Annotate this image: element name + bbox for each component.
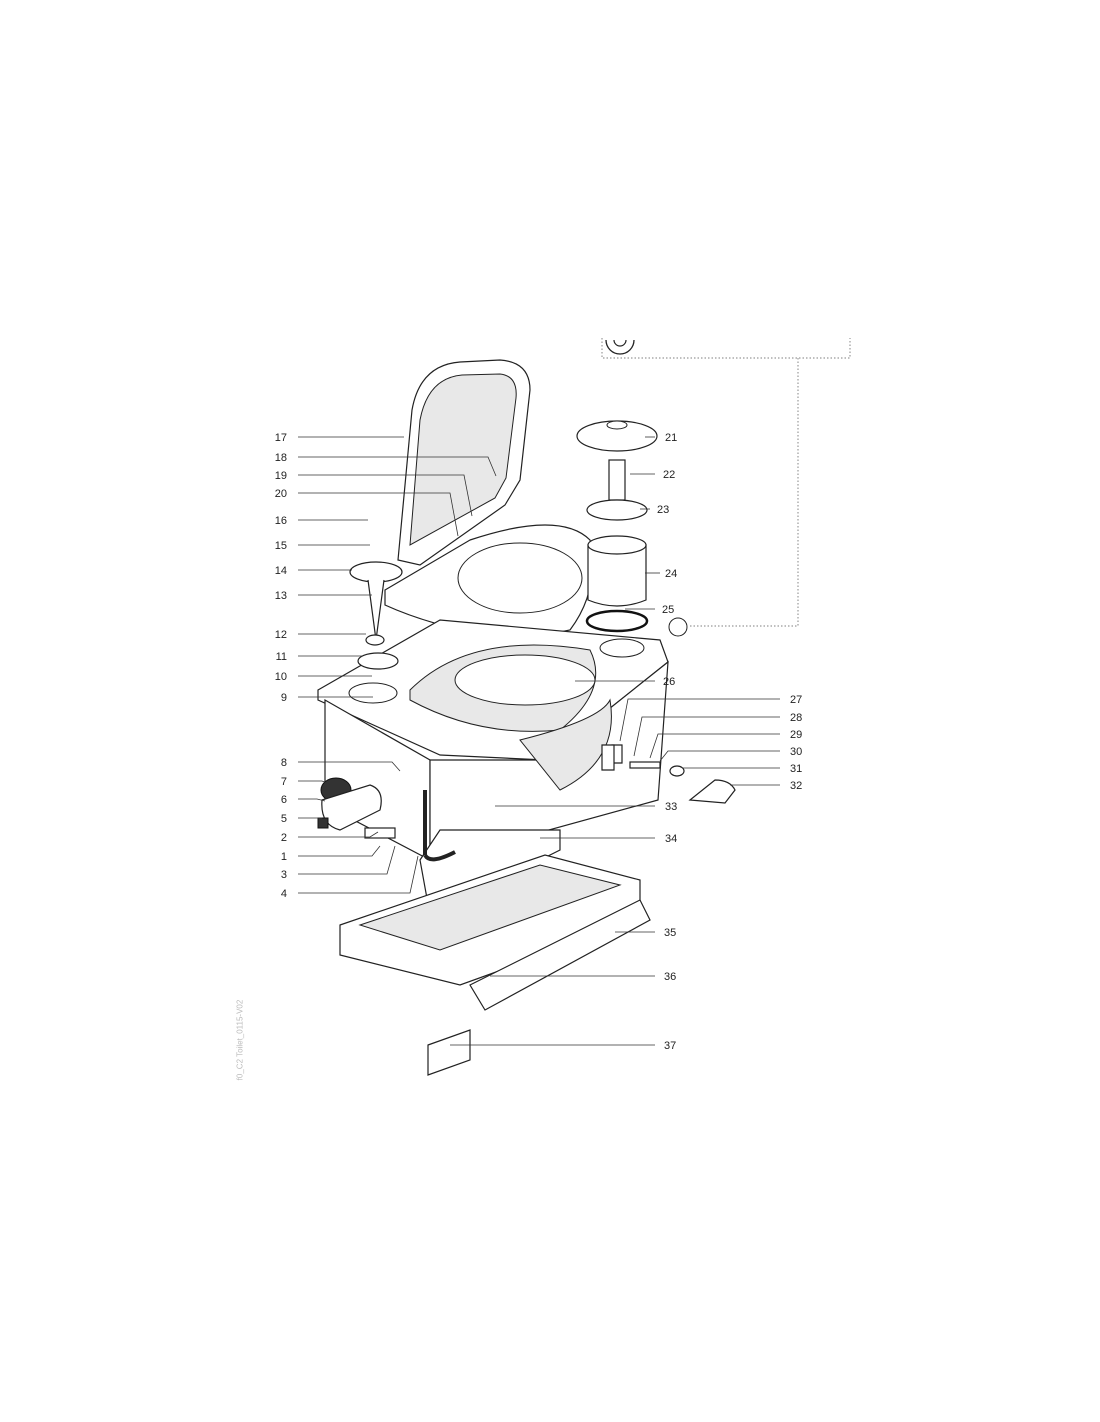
callout-19: 19 bbox=[275, 470, 473, 517]
leader-line bbox=[298, 798, 326, 802]
callout-33: 33 bbox=[495, 801, 677, 813]
callout-number: 3 bbox=[281, 869, 287, 881]
callout-9: 9 bbox=[281, 692, 373, 704]
callout-13: 13 bbox=[275, 590, 372, 602]
leader-line bbox=[619, 698, 780, 742]
callout-number: 13 bbox=[275, 590, 287, 602]
callout-24: 24 bbox=[645, 568, 677, 580]
callout-number: 28 bbox=[790, 712, 802, 724]
callout-25: 25 bbox=[625, 604, 674, 616]
leader-line bbox=[298, 855, 419, 894]
leader-line bbox=[659, 750, 780, 762]
callout-number: 7 bbox=[281, 776, 287, 788]
callout-number: 27 bbox=[790, 694, 802, 706]
toilet-lid bbox=[397, 359, 531, 566]
callout-20: 20 bbox=[275, 488, 459, 537]
callout-4: 4 bbox=[281, 855, 419, 900]
callout-number: 31 bbox=[790, 763, 802, 775]
callout-8: 8 bbox=[281, 757, 401, 772]
callout-28: 28 bbox=[633, 712, 802, 757]
callout-35: 35 bbox=[615, 927, 676, 939]
callout-1: 1 bbox=[281, 845, 381, 863]
callout-number: 21 bbox=[665, 432, 677, 444]
callout-number: 20 bbox=[275, 488, 287, 500]
callout-2: 2 bbox=[281, 831, 379, 844]
callout-number: 35 bbox=[664, 927, 676, 939]
callout-37: 37 bbox=[450, 1040, 676, 1052]
callout-number: 10 bbox=[275, 671, 287, 683]
callout-5: 5 bbox=[281, 813, 322, 825]
callout-number: 5 bbox=[281, 813, 287, 825]
callout-number: 4 bbox=[281, 888, 287, 900]
callout-18: 18 bbox=[275, 452, 497, 477]
callout-number: 36 bbox=[664, 971, 676, 983]
callout-number: 37 bbox=[664, 1040, 676, 1052]
callout-number: 15 bbox=[275, 540, 287, 552]
callout-number: 34 bbox=[665, 833, 677, 845]
callout-number: 14 bbox=[275, 565, 287, 577]
leader-line bbox=[298, 845, 381, 857]
callout-7: 7 bbox=[281, 776, 331, 788]
leader-line bbox=[298, 845, 396, 875]
leader-line bbox=[298, 831, 379, 838]
callout-number: 29 bbox=[790, 729, 802, 741]
callout-number: 22 bbox=[663, 469, 675, 481]
callout-30: 30 bbox=[659, 746, 802, 762]
callout-number: 16 bbox=[275, 515, 287, 527]
leader-line bbox=[298, 761, 401, 772]
small-parts bbox=[317, 420, 736, 839]
callout-6: 6 bbox=[281, 794, 326, 806]
cassette-tank bbox=[339, 790, 651, 1076]
callout-number: 26 bbox=[663, 676, 675, 688]
callout-number: 2 bbox=[281, 832, 287, 844]
callout-29: 29 bbox=[649, 729, 802, 759]
callout-number: 30 bbox=[790, 746, 802, 758]
callout-number: 1 bbox=[281, 851, 287, 863]
callout-number: 17 bbox=[275, 432, 287, 444]
callout-26: 26 bbox=[575, 676, 675, 688]
callout-32: 32 bbox=[730, 780, 802, 792]
callout-15: 15 bbox=[275, 540, 370, 552]
callout-number: 33 bbox=[665, 801, 677, 813]
callout-22: 22 bbox=[630, 469, 675, 481]
detail-inset bbox=[601, 338, 851, 637]
leader-line bbox=[649, 733, 780, 759]
leader-line bbox=[298, 456, 497, 477]
leader-line bbox=[298, 474, 473, 517]
toilet-body bbox=[317, 619, 669, 861]
callout-number: 11 bbox=[276, 651, 287, 663]
document-id: f0_C2 Toilet_0115-V02 bbox=[235, 999, 245, 1081]
callout-31: 31 bbox=[682, 763, 802, 775]
callout-12: 12 bbox=[275, 629, 366, 641]
callout-17: 17 bbox=[275, 432, 404, 444]
callout-number: 6 bbox=[281, 794, 287, 806]
callout-number: 24 bbox=[665, 568, 677, 580]
callout-14: 14 bbox=[275, 565, 352, 577]
callout-number: 19 bbox=[275, 470, 287, 482]
callout-36: 36 bbox=[490, 971, 676, 983]
callout-34: 34 bbox=[540, 833, 677, 845]
callout-23: 23 bbox=[640, 504, 669, 516]
callout-number: 32 bbox=[790, 780, 802, 792]
callout-21: 21 bbox=[645, 432, 677, 444]
callout-number: 25 bbox=[662, 604, 674, 616]
callout-number: 18 bbox=[275, 452, 287, 464]
leader-line bbox=[298, 492, 459, 537]
callout-10: 10 bbox=[275, 671, 372, 683]
callout-number: 23 bbox=[657, 504, 669, 516]
callout-3: 3 bbox=[281, 845, 396, 881]
callout-16: 16 bbox=[275, 515, 368, 527]
leader-line bbox=[298, 780, 331, 785]
callout-11: 11 bbox=[276, 651, 362, 663]
callout-number: 12 bbox=[275, 629, 287, 641]
callout-27: 27 bbox=[619, 694, 802, 742]
callout-number: 8 bbox=[281, 757, 287, 769]
leader-line bbox=[633, 716, 780, 757]
callout-number: 9 bbox=[281, 692, 287, 704]
